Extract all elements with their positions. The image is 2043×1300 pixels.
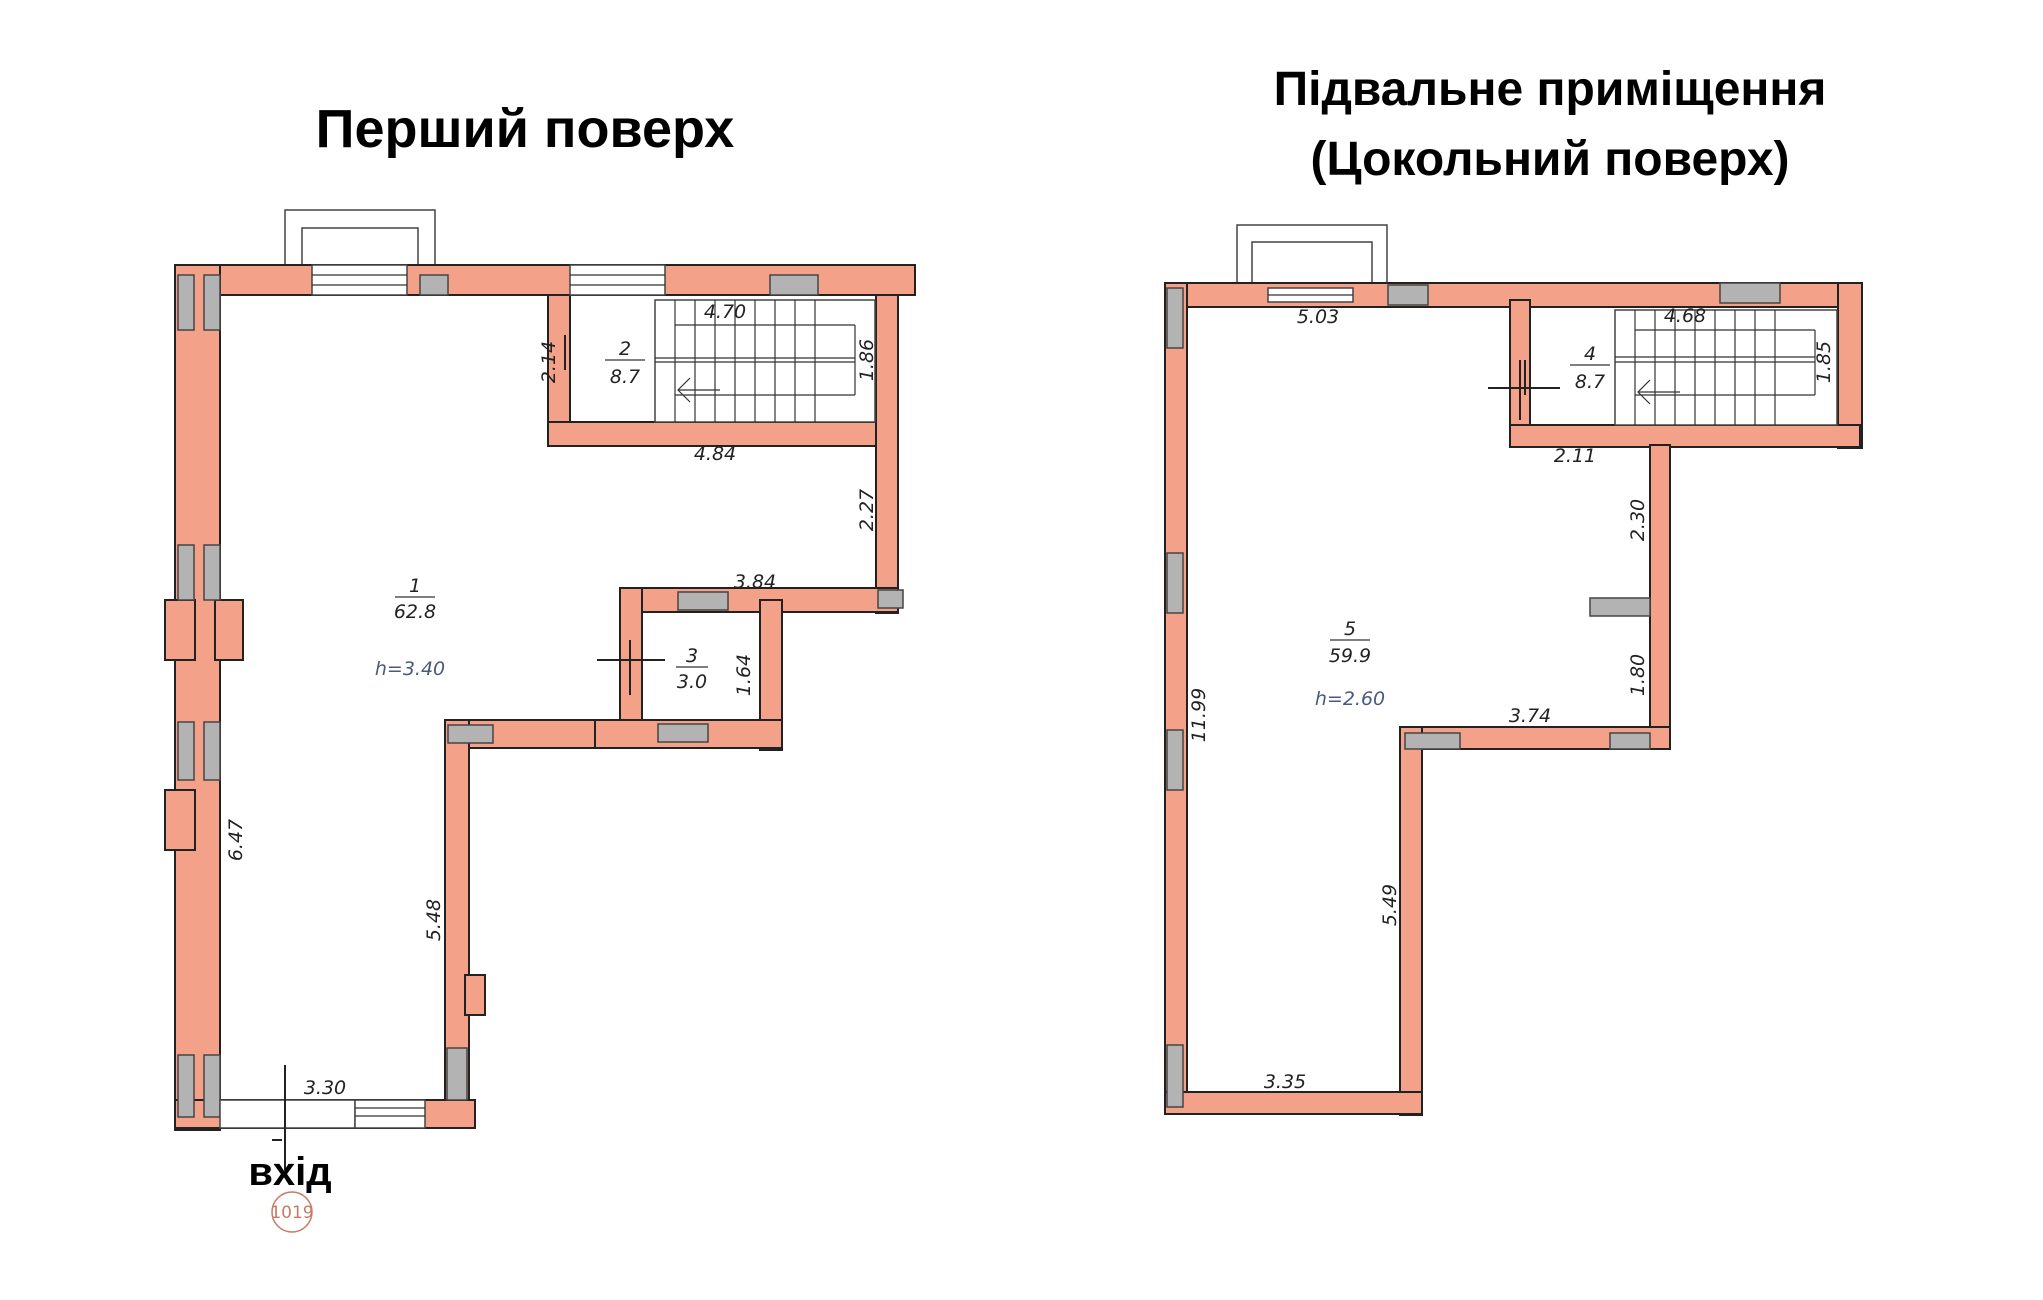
- first-floor-title: Перший поверх: [315, 99, 735, 159]
- basement-title: Підвальне приміщення (Цокольний поверх): [1170, 55, 1930, 195]
- basement-staircase: [1524, 309, 1838, 426]
- basement-door-marks: [1488, 360, 1560, 420]
- dim-stair-top: 4.70: [704, 301, 746, 323]
- room-4-label: 4 8.7: [1570, 343, 1610, 393]
- room-2-label: 2 8.7: [605, 338, 645, 388]
- room-4-number: 4: [1584, 343, 1596, 365]
- room-5-height: h=2.60: [1315, 688, 1385, 710]
- basement-dim-top-wall: 5.03: [1297, 306, 1339, 328]
- first-floor-staircase: [564, 299, 876, 423]
- basement-windows: [1166, 282, 1781, 1108]
- room-2-number: 2: [619, 338, 631, 360]
- room-1-height: h=3.40: [375, 658, 445, 680]
- room-1-area: 62.8: [394, 601, 436, 623]
- basement-dim-bottom-wall: 3.35: [1264, 1071, 1306, 1093]
- dim-stair-right: 1.86: [856, 339, 878, 381]
- first-floor-balcony-inner: [301, 227, 419, 271]
- dim-bottom-wall: 3.30: [304, 1077, 346, 1099]
- room-3-area: 3.0: [677, 671, 707, 693]
- room-3-number: 3: [686, 645, 698, 667]
- basement-dim-ledge: 3.74: [1509, 705, 1551, 727]
- first-floor-door-marks: [272, 640, 665, 1170]
- room-4-area: 8.7: [1575, 371, 1605, 393]
- stamp-number: 1019: [270, 1203, 313, 1223]
- basement-dim-right-upper: 2.30: [1627, 499, 1649, 541]
- room-5-label: 5 59.9 h=2.60: [1315, 618, 1385, 710]
- room-1-number: 1: [409, 575, 421, 597]
- dim-stair-bottom: 4.84: [694, 443, 736, 465]
- basement-dim-right-lower: 1.80: [1627, 654, 1649, 696]
- basement-dim-left-wall: 11.99: [1188, 688, 1210, 742]
- basement-dim-inner-wall: 5.49: [1379, 884, 1401, 926]
- dim-right-wall: 2.27: [856, 489, 878, 531]
- room-5-number: 5: [1344, 618, 1356, 640]
- basement-title-line1: Підвальне приміщення: [1273, 63, 1827, 116]
- basement-plan: 4 8.7 5 59.9 h=2.60 5.03 4.68 1.85 2.11 …: [1164, 224, 1863, 1116]
- room-2-area: 8.7: [610, 366, 640, 388]
- room-5-area: 59.9: [1329, 645, 1371, 667]
- entry-label: вхід: [248, 1150, 331, 1194]
- room-3-label: 3 3.0: [676, 645, 708, 693]
- dim-left-wall: 6.47: [225, 819, 247, 861]
- stamp-circle: [271, 1191, 313, 1233]
- dim-inner-wall: 5.48: [423, 899, 445, 941]
- basement-dim-stair-bottom: 2.11: [1554, 445, 1596, 467]
- dim-small-right: 1.64: [733, 654, 755, 696]
- first-floor-plan: 1 62.8 h=3.40 2 8.7 3 3.0 4.70 4.84 2.14…: [164, 209, 916, 1233]
- basement-dim-stair-top: 4.68: [1664, 305, 1706, 327]
- basement-balcony-inner: [1251, 241, 1373, 286]
- dim-stair-left: 2.14: [538, 341, 560, 383]
- room-1-label: 1 62.8 h=3.40: [375, 575, 445, 680]
- dim-small-top: 3.84: [734, 571, 776, 593]
- basement-title-line2: (Цокольний поверх): [1310, 133, 1790, 186]
- basement-dim-stair-right: 1.85: [1813, 341, 1835, 383]
- first-floor-windows: [177, 264, 904, 1129]
